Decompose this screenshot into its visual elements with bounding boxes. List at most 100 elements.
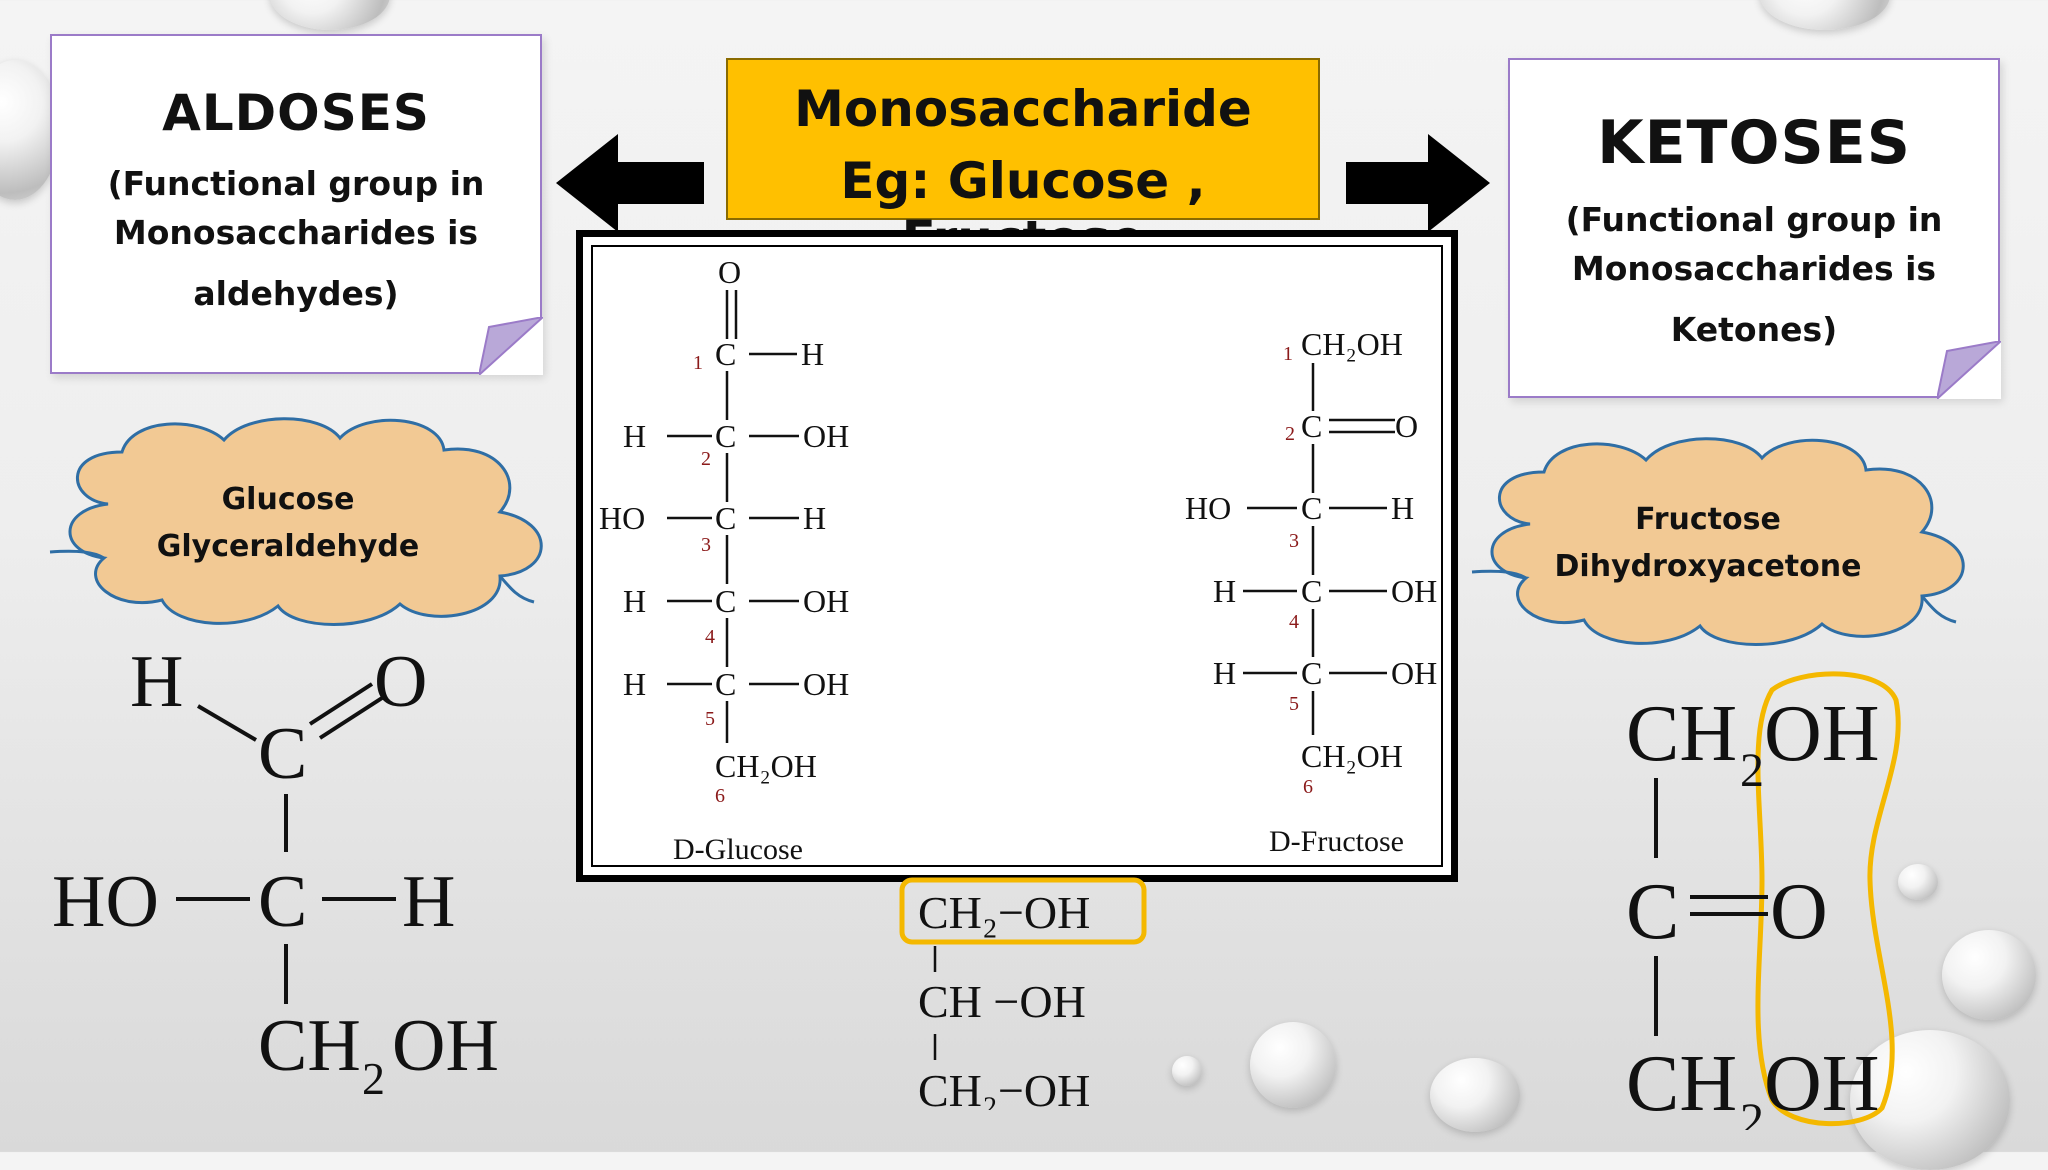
fructose-c5-number: 5 — [1289, 693, 1299, 715]
glyceraldehyde-ch: CH — [258, 1005, 361, 1087]
glycerol-row-3: CH₂−OH — [918, 1065, 1090, 1110]
ketoses-title: KETOSES — [1597, 108, 1911, 178]
glyceraldehyde-structure: H C O HO C H CH 2 OH — [52, 641, 499, 1100]
glycerol-highlight — [899, 877, 1147, 945]
glucose-c6-number: 6 — [715, 785, 725, 807]
glucose-c2-left: H — [623, 418, 646, 454]
glucose-top-o: O — [718, 254, 741, 290]
glucose-c5-number: 5 — [705, 708, 715, 730]
glucose-c3-left: HO — [599, 500, 645, 536]
glycerol-row-2: CH −OH — [918, 976, 1086, 1027]
dha-bot-sub: 2 — [1740, 1094, 1764, 1130]
monosaccharide-title: Monosaccharide — [794, 80, 1252, 138]
panel-inner-border — [591, 245, 1443, 867]
fructose-c2-right: O — [1395, 408, 1418, 444]
glucose-label: D-Glucose — [673, 833, 803, 866]
glucose-c3-number: 3 — [701, 534, 711, 556]
dha-o: O — [1770, 868, 1828, 956]
dha-bot-ch: CH — [1626, 1040, 1737, 1128]
glucose-c4-number: 4 — [705, 626, 715, 648]
glycerol-row-1: CH₂−OH — [918, 887, 1090, 938]
dha-bot-oh: OH — [1764, 1040, 1880, 1128]
fructose-c4-number: 4 — [1289, 611, 1299, 633]
left-arrow-icon — [556, 134, 704, 232]
left-cloud — [49, 417, 543, 626]
aldoses-line-1: (Functional group in — [107, 164, 485, 203]
dha-top-oh: OH — [1764, 690, 1880, 778]
right-arrow-icon — [1346, 134, 1490, 232]
ketoses-note: KETOSES (Functional group in Monosacchar… — [1508, 58, 2001, 399]
fructose-c3-right: H — [1391, 490, 1414, 526]
fischer-projection-panel: O C H 1 H C OH 2 HO C H 3 — [576, 230, 1458, 882]
right-cloud-line-2: Dihydroxyacetone — [1554, 549, 1862, 584]
dha-c: C — [1626, 868, 1679, 956]
glucose-c3: C — [715, 500, 736, 536]
ketoses-line-3: Ketones) — [1670, 310, 1838, 349]
aldoses-line-3: aldehydes) — [193, 274, 399, 313]
glyceraldehyde-sub: 2 — [362, 1053, 385, 1100]
left-cloud-line-2: Glyceraldehyde — [156, 529, 420, 564]
fructose-fischer: CH₂OH 1 C O 2 HO C H 3 H C OH — [1185, 326, 1437, 858]
right-cloud — [1471, 437, 1965, 646]
fructose-c1-group: CH₂OH — [1301, 326, 1403, 362]
fructose-c2-number: 2 — [1285, 423, 1295, 445]
page-curl-icon — [479, 317, 543, 375]
dha-top-sub: 2 — [1740, 744, 1764, 797]
droplet-right-small — [1898, 864, 1938, 900]
ketoses-line-2: Monosaccharides is — [1571, 249, 1937, 288]
fructose-c5-right: OH — [1391, 655, 1437, 691]
fructose-c3-left: HO — [1185, 490, 1231, 526]
fischer-projections: O C H 1 H C OH 2 HO C H 3 — [599, 254, 1437, 866]
glucose-c2-number: 2 — [701, 448, 711, 470]
dha-top-ch: CH — [1626, 690, 1737, 778]
droplet-right-big — [1942, 930, 2036, 1020]
glyceraldehyde-c2: C — [258, 861, 307, 943]
fructose-c1-number: 1 — [1283, 343, 1293, 365]
glyceraldehyde-ho: HO — [52, 861, 159, 943]
aldoses-line-2: Monosaccharides is — [113, 213, 479, 252]
page-curl-icon — [1937, 341, 2001, 399]
glucose-c1-number: 1 — [693, 352, 703, 374]
glucose-c4-left: H — [623, 583, 646, 619]
droplet-top-left — [270, 0, 390, 30]
fructose-c4-left: H — [1213, 573, 1236, 609]
fructose-c6-number: 6 — [1303, 776, 1313, 798]
monosaccharide-box: Monosaccharide Eg: Glucose , Fructose — [726, 58, 1320, 268]
glucose-c6-group: CH₂OH — [715, 748, 817, 784]
fructose-c4-right: OH — [1391, 573, 1437, 609]
glucose-c3-right: H — [803, 500, 826, 536]
droplet-center-small — [1172, 1056, 1202, 1086]
droplet-top-right — [1760, 0, 1890, 30]
glyceraldehyde-h: H — [130, 641, 183, 723]
glucose-fischer: O C H 1 H C OH 2 HO C H 3 — [599, 254, 849, 866]
glycerol-structure: CH₂−OH CH −OH CH₂−OH — [899, 877, 1147, 1110]
glucose-c2-right: OH — [803, 418, 849, 454]
fructose-c3: C — [1301, 490, 1322, 526]
ketoses-line-1: (Functional group in — [1565, 200, 1943, 239]
fructose-c5: C — [1301, 655, 1322, 691]
right-cloud-line-1: Fructose — [1635, 502, 1781, 537]
droplet-center-big — [1250, 1022, 1336, 1108]
fructose-c2: C — [1301, 408, 1322, 444]
fructose-c6-group: CH₂OH — [1301, 738, 1403, 774]
fructose-c5-left: H — [1213, 655, 1236, 691]
glucose-c5: C — [715, 666, 736, 702]
glucose-c2: C — [715, 418, 736, 454]
glucose-c1-right: H — [801, 336, 824, 372]
left-cloud-line-1: Glucose — [221, 482, 355, 517]
fructose-c4: C — [1301, 573, 1322, 609]
aldoses-title: ALDOSES — [162, 84, 430, 142]
droplet-lower — [1430, 1058, 1520, 1132]
hydroxyl-highlight — [1755, 671, 1901, 1126]
droplet-bottom-right — [1850, 1030, 2010, 1170]
glucose-c5-right: OH — [803, 666, 849, 702]
dihydroxyacetone-structure: CH 2 OH C O CH 2 OH — [1626, 671, 1901, 1130]
left-cloud-text: Glucose Glyceraldehyde — [100, 476, 476, 570]
glyceraldehyde-c: C — [258, 713, 307, 795]
fructose-label: D-Fructose — [1269, 825, 1404, 858]
right-cloud-text: Fructose Dihydroxyacetone — [1520, 496, 1896, 590]
glucose-c5-left: H — [623, 666, 646, 702]
glyceraldehyde-h2: H — [402, 861, 455, 943]
glyceraldehyde-o: O — [374, 641, 427, 723]
aldoses-note: ALDOSES (Functional group in Monosacchar… — [50, 34, 543, 375]
